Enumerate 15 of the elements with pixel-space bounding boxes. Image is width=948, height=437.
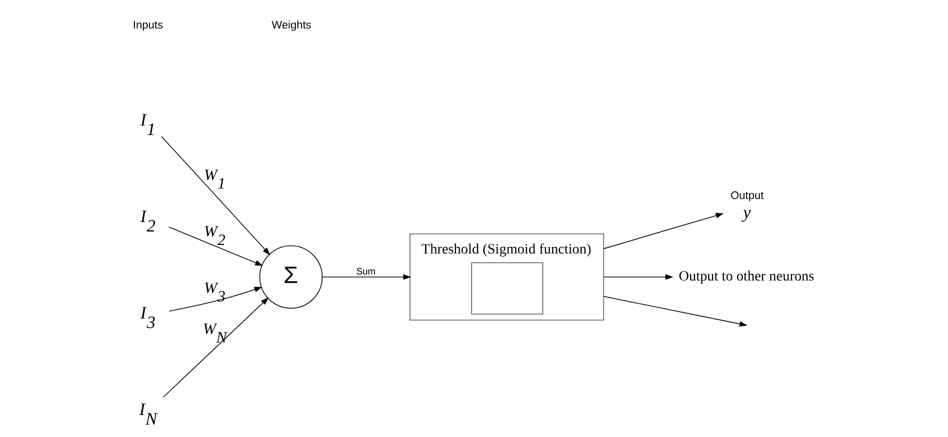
arrow bbox=[168, 226, 264, 266]
node-text: y bbox=[743, 203, 751, 222]
arrow bbox=[603, 212, 724, 250]
arrow bbox=[603, 296, 748, 327]
node-text: Output to other neurons bbox=[678, 268, 814, 284]
arrow bbox=[163, 297, 269, 398]
label: Inputs bbox=[132, 20, 163, 32]
arrow bbox=[322, 274, 412, 280]
node-box: Threshold (Sigmoid function) bbox=[410, 234, 604, 320]
edge-label: Sum bbox=[356, 266, 376, 278]
arrow bbox=[161, 136, 270, 256]
arrow bbox=[168, 286, 262, 312]
node-label: Output bbox=[730, 190, 764, 202]
label: Weights bbox=[272, 20, 312, 32]
arrow bbox=[603, 274, 674, 280]
